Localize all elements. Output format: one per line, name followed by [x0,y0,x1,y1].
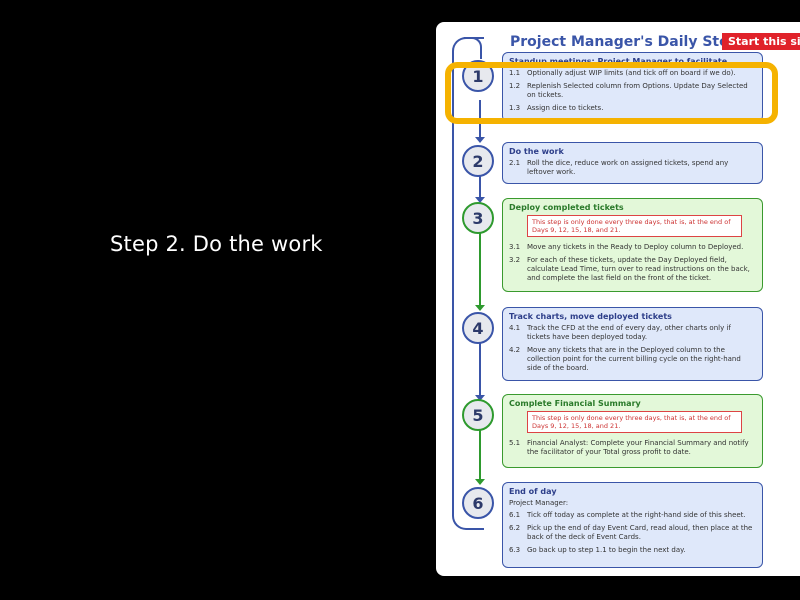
item-text: Optionally adjust WIP limits (and tick o… [527,69,736,77]
step-3-item: 3.1 Move any tickets in the Ready to Dep… [509,243,756,252]
step-4-box: Track charts, move deployed tickets 4.1 … [502,307,763,381]
connector-5-6 [479,427,481,483]
slide-caption: Step 2. Do the work [110,232,323,256]
loop-back-arrow [464,37,482,59]
arrow-down-icon [475,197,485,203]
item-text: Pick up the end of day Event Card, read … [527,524,753,541]
step-6-number: 6 [462,487,494,519]
item-number: 1.1 [509,69,521,77]
connector-3-4 [479,232,481,309]
step-5-number: 5 [462,399,494,431]
item-number: 6.3 [509,546,521,554]
step-6-title: End of day [509,487,557,496]
item-number: 4.2 [509,346,521,354]
daily-steps-sheet: Project Manager's Daily Steps Start this… [436,22,800,576]
item-number: 1.2 [509,82,521,90]
step-6-item: 6.2 Pick up the end of day Event Card, r… [509,524,756,542]
item-text: Go back up to step 1.1 to begin the next… [527,546,686,554]
step-6-item: 6.3 Go back up to step 1.1 to begin the … [509,546,756,555]
step-3-note: This step is only done every three days,… [527,215,742,237]
step-6-item: 6.1 Tick off today as complete at the ri… [509,511,756,520]
step-4-number: 4 [462,312,494,344]
step-3-box: Deploy completed tickets This step is on… [502,198,763,292]
step-1-title: Standup meetings: Project Manager to fac… [509,57,728,66]
step-4-item: 4.1 Track the CFD at the end of every da… [509,324,756,342]
item-text: Roll the dice, reduce work on assigned t… [527,159,729,176]
step-6-lead: Project Manager: [509,499,569,507]
step-4-item: 4.2 Move any tickets that are in the Dep… [509,346,756,373]
item-number: 2.1 [509,159,521,167]
item-text: Move any tickets in the Ready to Deploy … [527,243,744,251]
step-3-number: 3 [462,202,494,234]
arrow-down-icon [475,395,485,401]
arrow-down-icon [475,479,485,485]
item-number: 6.1 [509,511,521,519]
step-1-item: 1.1 Optionally adjust WIP limits (and ti… [509,69,756,78]
step-5-box: Complete Financial Summary This step is … [502,394,763,468]
step-3-title: Deploy completed tickets [509,203,624,212]
item-number: 1.3 [509,104,521,112]
arrow-down-icon [475,137,485,143]
item-text: Track the CFD at the end of every day, o… [527,324,731,341]
item-text: Tick off today as complete at the right-… [527,511,746,519]
step-2-box: Do the work 2.1 Roll the dice, reduce wo… [502,142,763,184]
item-text: Assign dice to tickets. [527,104,604,112]
item-number: 3.1 [509,243,521,251]
step-3-item: 3.2 For each of these tickets, update th… [509,256,756,283]
item-text: Move any tickets that are in the Deploye… [527,346,741,372]
step-4-title: Track charts, move deployed tickets [509,312,672,321]
item-number: 4.1 [509,324,521,332]
item-text: Financial Analyst: Complete your Financi… [527,439,749,456]
step-6-box: End of day Project Manager: 6.1 Tick off… [502,482,763,568]
item-number: 5.1 [509,439,521,447]
step-2-number: 2 [462,145,494,177]
step-5-item: 5.1 Financial Analyst: Complete your Fin… [509,439,756,457]
step-5-title: Complete Financial Summary [509,399,641,408]
step-1-item: 1.3 Assign dice to tickets. [509,104,756,113]
start-badge: Start this side [722,33,800,50]
step-2-item: 2.1 Roll the dice, reduce work on assign… [509,159,756,177]
item-number: 3.2 [509,256,521,264]
connector-4-5 [479,342,481,399]
step-1-item: 1.2 Replenish Selected column from Optio… [509,82,756,100]
arrow-down-icon [475,305,485,311]
connector-2-3 [479,174,481,200]
step-1-highlight-frame [445,62,778,124]
sheet-title: Project Manager's Daily Steps [510,34,747,50]
item-number: 6.2 [509,524,521,532]
item-text: Replenish Selected column from Options. … [527,82,748,99]
step-2-title: Do the work [509,147,564,156]
step-5-note: This step is only done every three days,… [527,411,742,433]
steps-flow: 1 Standup meetings: Project Manager to f… [436,22,800,576]
item-text: For each of these tickets, update the Da… [527,256,750,282]
